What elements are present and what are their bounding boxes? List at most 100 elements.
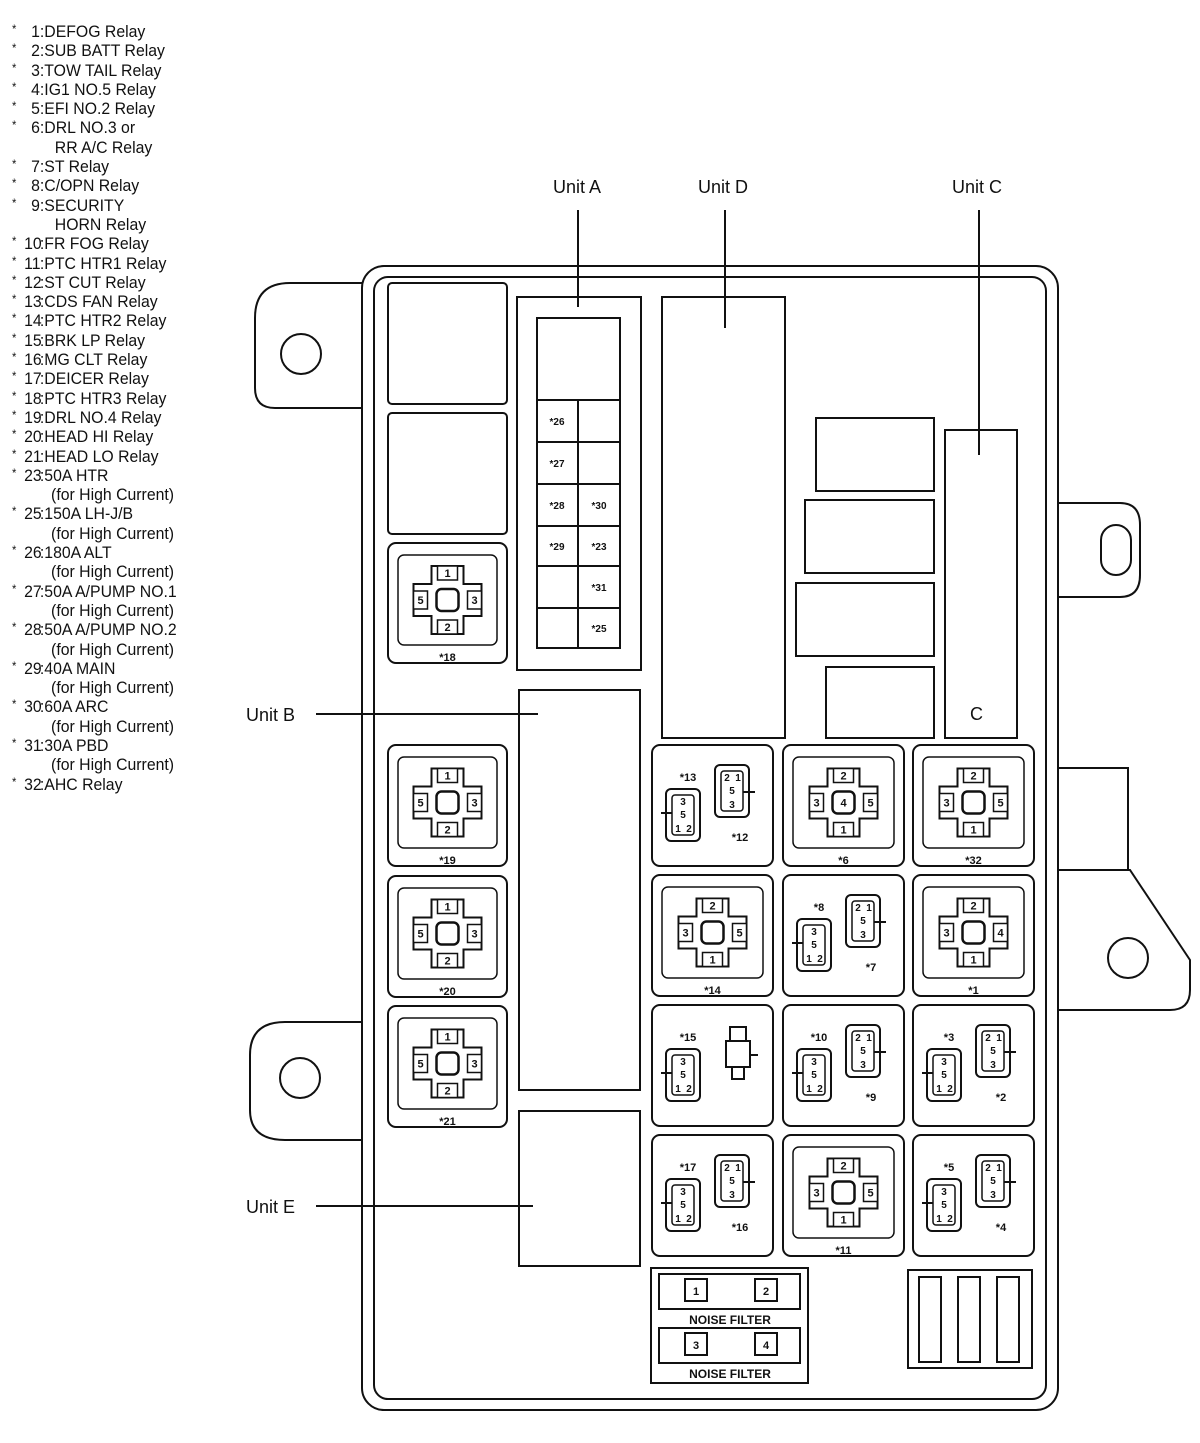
mini-relay-pin: 5 [680, 1200, 686, 1211]
legend-colon: : [39, 176, 45, 196]
legend-item: *23:50A HTR [12, 466, 228, 485]
relay-pin-left-label: 3 [943, 798, 949, 810]
unit-c-block [944, 429, 1018, 739]
mini-relay-pin: 2 [686, 1084, 692, 1095]
legend-colon: : [39, 195, 45, 215]
unit-d-label: Unit D [698, 177, 748, 197]
legend-text: 60A ARC [44, 697, 109, 717]
legend-star: * [12, 311, 17, 326]
relay-pin-right-label: 4 [997, 928, 1004, 940]
legend-colon: : [39, 735, 45, 755]
legend-text: SECURITY [44, 195, 125, 215]
mini-relay-pin: 2 [985, 1163, 991, 1174]
mount-tab-right-upper [1056, 502, 1141, 598]
legend-number: 5 [31, 99, 40, 119]
mini-relay-pin: 2 [686, 1214, 692, 1225]
mini-relay-pin: 5 [811, 1070, 817, 1081]
relay-pin-top-label: 2 [970, 771, 976, 783]
relay-pin-left-label: 3 [813, 1188, 819, 1200]
relay-tag-left: *3 [944, 1032, 954, 1044]
relay-socket-body [792, 1146, 895, 1239]
legend-number: 21 [24, 446, 42, 466]
relay-pin-right-label: 3 [471, 595, 477, 607]
legend-item: *19:DRL NO.4 Relay [12, 408, 228, 427]
mini-relay-pin: 3 [680, 1187, 686, 1198]
noise-filter-2 [658, 1327, 801, 1364]
mount-tab-bottom-left [249, 1021, 364, 1141]
legend-star: * [12, 99, 17, 114]
legend-colon: : [39, 446, 45, 466]
legend-colon: : [39, 620, 45, 640]
relay-pin-bottom [436, 821, 459, 838]
legend-number: 30 [24, 697, 42, 717]
relay-pin-right [466, 590, 483, 610]
relay-pin-bottom [701, 951, 724, 968]
legend-item-continuation: (for High Current) [51, 755, 175, 775]
legend-text: EFI NO.2 Relay [44, 99, 156, 119]
legend-number: 11 [24, 253, 41, 273]
legend-star: * [12, 774, 17, 789]
relay-center [435, 1051, 460, 1076]
legend-star: * [12, 446, 17, 461]
relay-pin-left-label: 5 [417, 1059, 423, 1071]
relay-tag: *21 [439, 1116, 456, 1128]
legend-text: 50A HTR [44, 465, 109, 485]
mini-relay-pin: 5 [990, 1176, 996, 1187]
legend-star: * [12, 118, 17, 133]
legend-item: *9:SECURITY [12, 196, 228, 215]
unit-b-block [518, 689, 641, 1091]
legend-number: 3 [31, 60, 40, 80]
legend-item: *2:SUB BATT Relay [12, 41, 228, 60]
mini-relay-pin: 5 [811, 940, 817, 951]
mini-relay-pin: 2 [855, 1033, 861, 1044]
relay-pin-bottom-label: 2 [444, 825, 450, 837]
mini-relay-pin: 3 [990, 1060, 996, 1071]
relay-pin-top-label: 2 [840, 771, 846, 783]
legend-item: *20:HEAD HI Relay [12, 427, 228, 446]
legend-colon: : [39, 388, 45, 408]
relay-pin-left [677, 922, 694, 943]
mini-relay-pin: 1 [866, 903, 872, 914]
relay-center [961, 920, 986, 945]
relay-socket-body [922, 886, 1025, 979]
relay-pin-top-label: 1 [444, 568, 450, 580]
fuse-label: *31 [591, 583, 606, 594]
noise-filter-pin-2 [754, 1278, 778, 1302]
relay-tag-left: *10 [811, 1032, 828, 1044]
legend-number: 27 [24, 581, 42, 601]
legend-text: 30A PBD [44, 735, 109, 755]
mini-relay-body [665, 788, 701, 842]
legend-text: CDS FAN Relay [44, 292, 158, 312]
mini-relay-pin: 1 [866, 1033, 872, 1044]
legend-item: *27:50A A/PUMP NO.1 [12, 582, 228, 601]
legend-text: DEICER Relay [44, 369, 149, 389]
legend-number: 8 [31, 176, 40, 196]
legend-number: 9 [31, 195, 40, 215]
mini-relay-pin: 5 [941, 1070, 947, 1081]
mini-relay-pin: 1 [936, 1084, 942, 1095]
legend-number: 25 [24, 504, 42, 524]
mini-relay-pin: 3 [860, 930, 866, 941]
legend-item: *13:CDS FAN Relay [12, 292, 228, 311]
legend-star: * [12, 504, 17, 519]
legend-item-continuation: (for High Current) [51, 716, 175, 736]
mini-relay-pin: 5 [860, 1046, 866, 1057]
relay-pin-bottom-label: 1 [970, 955, 976, 967]
unit-d-block [661, 296, 786, 739]
legend-star: * [12, 735, 17, 750]
mini-relay-pin: 3 [680, 1057, 686, 1068]
legend-number: 17 [24, 369, 42, 389]
plug-top [729, 1026, 747, 1042]
relay-pin-bottom-label: 1 [840, 825, 846, 837]
legend-number: 2 [31, 41, 40, 61]
relay-pin-left [412, 923, 429, 944]
noise-filter-frame [650, 1267, 809, 1384]
legend-number: 32 [24, 774, 42, 794]
spare-fuse-1 [918, 1276, 942, 1363]
